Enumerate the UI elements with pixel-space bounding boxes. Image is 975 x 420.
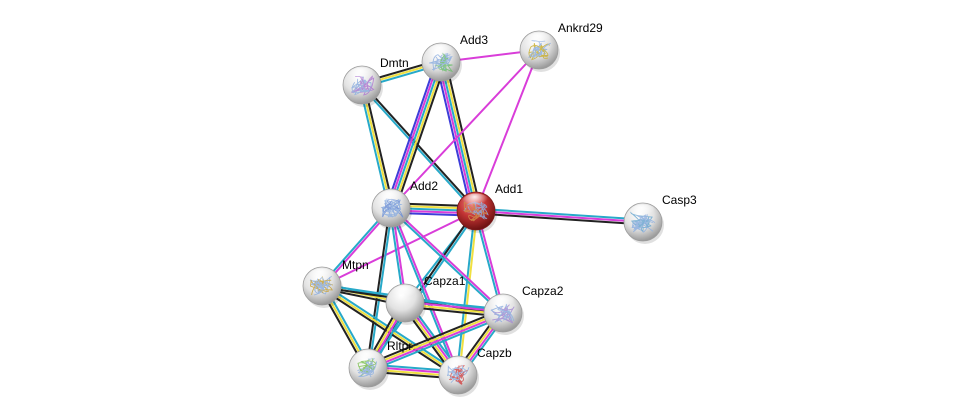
edge-add2-rltpr[interactable] <box>365 206 394 370</box>
edge-evidence-line <box>475 207 645 221</box>
node-label-capzb: Capzb <box>477 346 512 360</box>
node-highlight <box>348 67 376 85</box>
node-capzb[interactable]: Capzb <box>438 346 512 397</box>
edge-add2-ankrd29[interactable] <box>390 49 540 209</box>
edge-evidence-line <box>387 60 440 209</box>
node-mtpn[interactable]: Mtpn <box>302 258 369 308</box>
node-highlight <box>525 32 553 50</box>
node-add3[interactable]: Add3 <box>421 33 488 84</box>
node-highlight <box>489 295 517 313</box>
edge-evidence-line <box>475 49 540 212</box>
edge-evidence-line <box>390 49 540 209</box>
node-dmtn[interactable]: Dmtn <box>342 56 409 107</box>
edge-evidence-line <box>367 313 505 371</box>
protein-strand <box>357 361 378 377</box>
edge-evidence-line <box>361 83 478 212</box>
node-label-capza2: Capza2 <box>522 284 564 298</box>
node-label-casp3: Casp3 <box>662 193 697 207</box>
edge-evidence-line <box>358 84 390 210</box>
node-highlight <box>629 204 657 222</box>
protein-strand <box>496 307 514 324</box>
protein-strand <box>382 203 397 217</box>
node-casp3[interactable]: Casp3 <box>623 193 697 244</box>
edge-evidence-line <box>388 207 458 377</box>
node-label-add2: Add2 <box>410 179 438 193</box>
edge-add1-casp3[interactable] <box>474 207 645 226</box>
edge-evidence-line <box>365 206 391 369</box>
edge-evidence-line <box>435 62 473 214</box>
node-add2[interactable]: Add2 <box>371 179 438 230</box>
node-label-add3: Add3 <box>460 33 488 47</box>
node-highlight <box>308 268 336 286</box>
edge-evidence-line <box>455 209 476 376</box>
nodes-layer: Add1 Add2 Add3 Ankrd29DmtnCasp3MtpnCapza1Ca… <box>302 21 697 397</box>
edge-evidence-line <box>368 315 506 373</box>
edge-evidence-line <box>385 59 438 208</box>
edge-evidence-line <box>394 62 447 211</box>
node-highlight <box>377 190 405 208</box>
edge-evidence-line <box>458 210 479 377</box>
node-label-capza1: Capza1 <box>424 274 466 288</box>
node-highlight <box>444 357 472 375</box>
edge-add2-capzb[interactable] <box>388 206 461 377</box>
edge-evidence-line <box>390 61 442 209</box>
edge-evidence-line <box>365 308 503 366</box>
edge-add2-dmtn[interactable] <box>358 83 395 210</box>
node-label-add1: Add1 <box>495 182 523 196</box>
node-highlight <box>462 193 490 211</box>
edge-evidence-line <box>361 84 392 209</box>
edge-add1-ankrd29[interactable] <box>475 49 540 212</box>
edge-add1-capzb[interactable] <box>455 209 479 377</box>
edge-add2-capza2[interactable] <box>389 206 505 315</box>
edge-add1-dmtn[interactable] <box>360 83 478 213</box>
node-capza1[interactable]: Capza1 <box>385 274 466 325</box>
edge-evidence-line <box>389 207 504 315</box>
edge-add2-add3[interactable] <box>385 59 447 211</box>
node-capza2[interactable]: Capza2 <box>483 284 564 335</box>
node-add1[interactable]: Add1 <box>456 182 523 233</box>
protein-strand <box>464 209 488 222</box>
node-highlight <box>391 285 419 303</box>
node-label-dmtn: Dmtn <box>380 56 409 70</box>
node-rltpr[interactable]: Rltpr <box>348 339 412 390</box>
edge-evidence-line <box>363 83 395 209</box>
edge-evidence-line <box>366 310 504 368</box>
protein-strand <box>631 214 656 230</box>
edge-evidence-line <box>391 206 461 376</box>
node-label-ankrd29: Ankrd29 <box>558 21 603 35</box>
edge-evidence-line <box>444 59 482 211</box>
edge-evidence-line <box>360 84 477 213</box>
edge-evidence-line <box>392 61 445 210</box>
node-highlight <box>354 350 382 368</box>
edge-capza2-rltpr[interactable] <box>365 308 506 373</box>
edge-evidence-line <box>368 207 394 370</box>
edge-evidence-line <box>442 60 480 212</box>
edge-evidence-line <box>475 210 644 223</box>
node-highlight <box>427 44 455 62</box>
node-label-rltpr: Rltpr <box>387 339 412 353</box>
edge-evidence-line <box>474 212 644 226</box>
edge-evidence-line <box>390 206 505 314</box>
node-ankrd29[interactable]: Ankrd29 <box>519 21 603 72</box>
node-label-mtpn: Mtpn <box>342 258 369 272</box>
